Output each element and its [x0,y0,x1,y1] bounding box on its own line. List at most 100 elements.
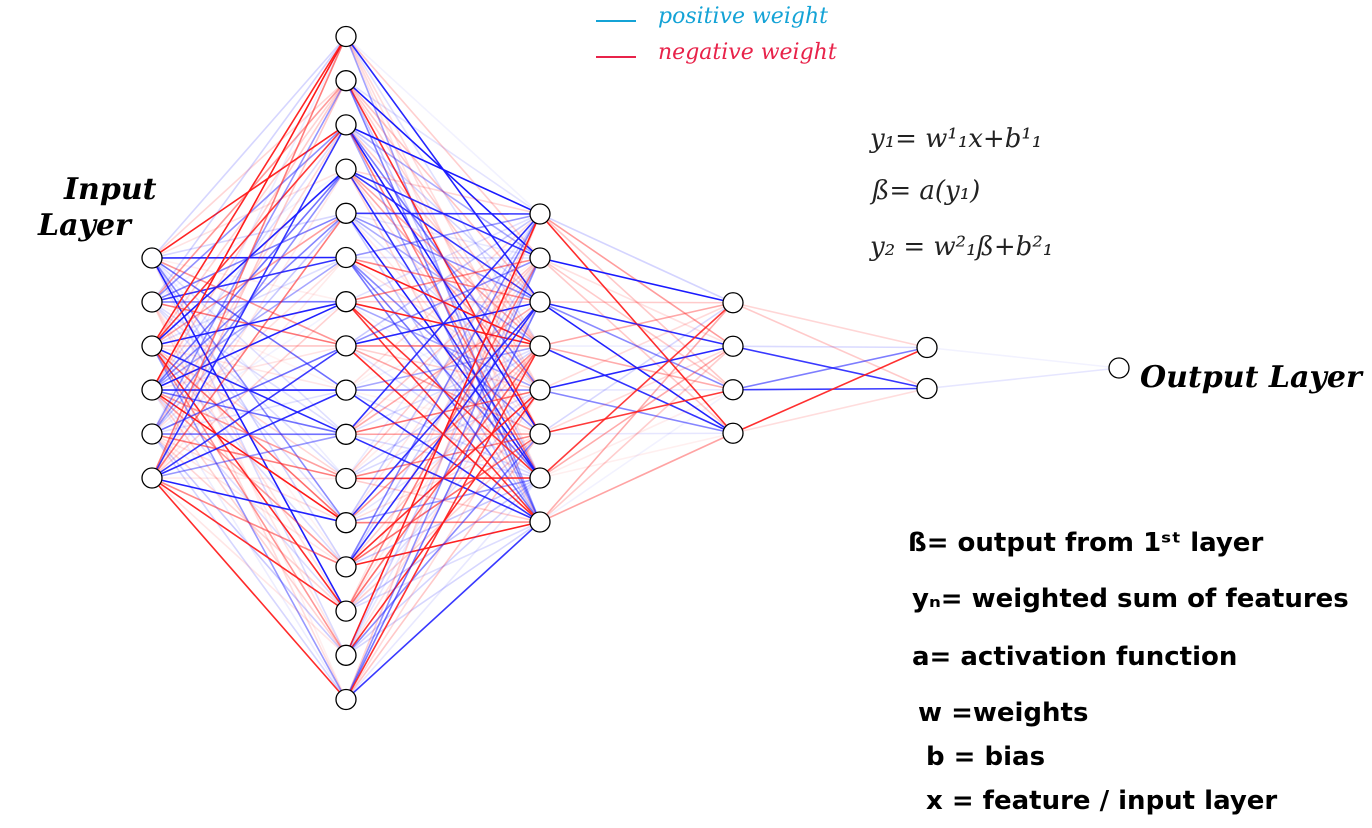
positive-weight-edge [345,124,541,215]
definition-x: x = feature / input layer [926,786,1278,816]
neuron-layer1-node6 [141,467,163,489]
neuron-layer2-node10 [335,423,357,445]
negative-weight-edge [151,80,347,391]
negative-weight-edge [345,345,541,700]
positive-weight-edge [345,213,541,347]
negative-weight-edge [539,301,734,347]
neuron-layer1-node5 [141,423,163,445]
neuron-layer2-node4 [335,158,357,180]
input-layer-label-line2: Layer [38,208,131,243]
neuron-layer2-node16 [335,688,357,711]
neuron-layer4-node4 [722,422,744,444]
neuron-layer2-node8 [335,335,357,357]
positive-weight-edge [151,36,347,435]
positive-weight-edge [345,477,541,701]
positive-weight-edge [926,367,1120,390]
neuron-layer2-node13 [335,556,357,578]
negative-weight-edge [345,345,541,568]
negative-weight-edge [539,302,734,479]
positive-weight-edge [345,257,541,568]
positive-weight-edge [345,213,541,568]
equation-1: y₁= w¹₁x+b¹₁ [870,124,1043,154]
negative-weight-edge [539,345,734,479]
neuron-layer6-node1 [1108,357,1130,379]
positive-weight-edge [345,345,541,391]
neuron-layer3-node6 [529,423,551,445]
positive-weight-edge [345,124,541,259]
positive-weight-edge [345,213,541,524]
negative-weight-edge [539,213,734,391]
negative-weight-edge [539,302,734,523]
negative-weight-edge [151,256,347,479]
positive-weight-edge [345,521,541,612]
negative-weight-edge [151,477,347,656]
negative-weight-edge [151,433,347,480]
negative-weight-edge [151,80,347,479]
positive-weight-edge [151,300,347,347]
positive-weight-edge [151,256,347,391]
negative-weight-edge [539,432,734,523]
neuron-layer2-node9 [335,379,357,401]
equation-3: y₂ = w²₁ß+b²₁ [870,232,1054,262]
definition-b: b = bias [926,742,1046,772]
positive-weight-edge [151,301,347,435]
neuron-layer3-node7 [529,467,551,489]
positive-weight-edge [345,257,541,700]
negative-weight-edge [151,36,347,391]
neuron-layer2-node6 [335,246,357,269]
negative-weight-edge [151,301,347,479]
neuron-nodes [141,25,1130,711]
neuron-layer1-node2 [141,291,163,313]
positive-weight-edge [151,345,347,479]
neuron-layer2-node15 [335,644,357,666]
negative-weight-edge [345,301,541,612]
negative-weight-edge [539,389,734,479]
positive-weight-edge [345,168,541,303]
negative-weight-edge [345,168,541,215]
positive-weight-edge [732,346,928,391]
negative-weight-edge [151,477,347,612]
negative-weight-edge [345,257,541,303]
positive-weight-edge [345,213,541,259]
positive-weight-edge [345,301,541,435]
positive-weight-edge [345,213,541,303]
positive-weight-edge [345,477,541,656]
negative-weight-edge [732,387,928,435]
negative-weight-edge [151,433,347,524]
neuron-layer2-node1 [335,25,357,48]
legend-negative-label: negative weight [658,40,837,65]
positive-weight-edge [539,389,734,523]
negative-weight-edge [151,477,347,701]
negative-weight-edge [539,302,734,391]
negative-weight-edge [345,433,541,480]
definition-w: w =weights [918,698,1089,728]
positive-weight-edge [539,257,734,304]
input-layer-label-line1: Input [64,172,157,207]
positive-weight-edge [345,433,541,656]
neuron-layer4-node2 [722,335,744,357]
positive-weight-edge [151,168,347,391]
positive-weight-edge [345,301,541,524]
positive-weight-edge [151,433,347,479]
neuron-layer4-node1 [722,292,744,314]
neuron-layer1-node1 [141,247,163,269]
neuron-layer3-node2 [529,247,551,269]
neuron-layer2-node3 [335,114,357,136]
legend-negative-swatch [596,56,636,58]
neuron-layer2-node14 [335,600,357,622]
positive-weight-edge [732,345,928,349]
negative-weight-edge [539,345,734,523]
negative-weight-edge [345,213,541,391]
negative-weight-edge [345,213,541,656]
neuron-layer3-node8 [529,511,551,533]
positive-weight-edge [539,213,734,304]
positive-weight-edge [151,433,347,700]
negative-weight-edge [732,301,928,349]
negative-weight-edge [345,257,541,480]
neuron-layer2-node5 [335,202,357,224]
negative-weight-edge [345,213,541,612]
equation-2: ß= a(y₁) [872,176,981,206]
neuron-layer5-node2 [916,377,938,400]
positive-weight-edge [345,389,541,524]
